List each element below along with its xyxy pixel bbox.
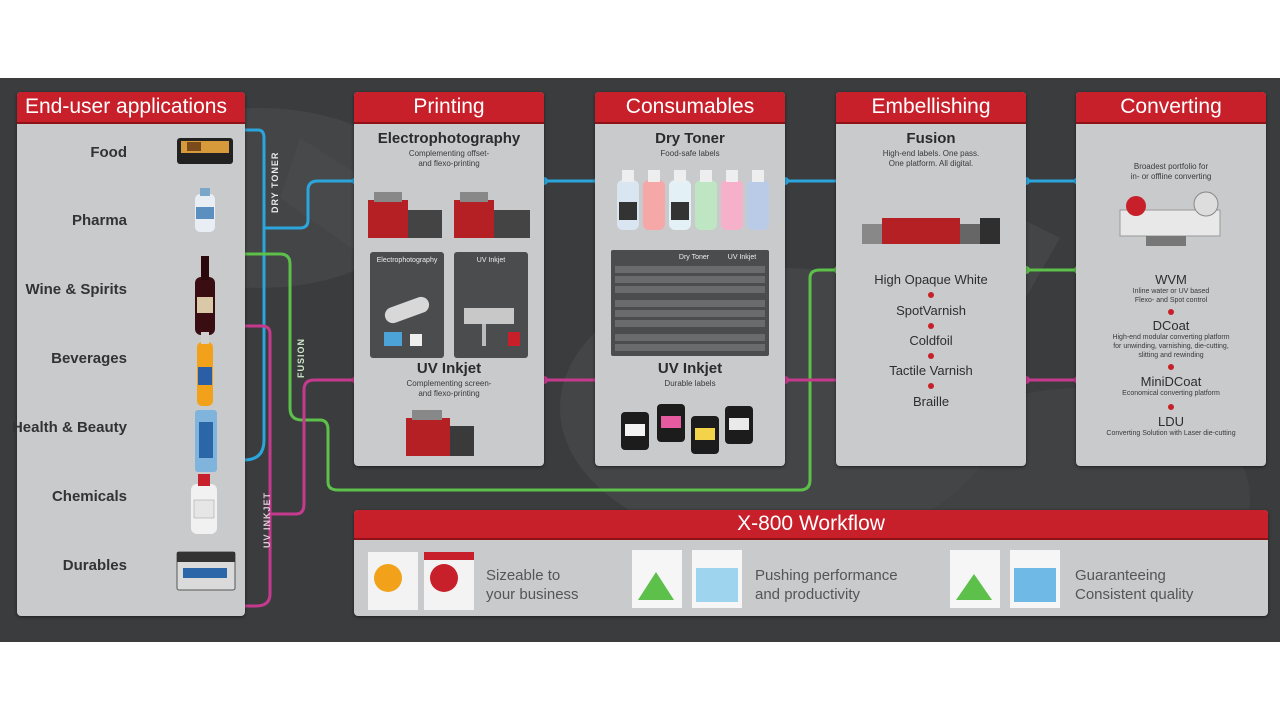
printing-uv-inkjet-sub: Complementing screen- and flexo-printing — [406, 379, 492, 398]
table-rows — [615, 266, 765, 351]
pharma-bottle-icon — [195, 188, 215, 232]
bullet-dot — [928, 383, 934, 389]
consumables-title: Consumables — [595, 92, 785, 124]
comparison-table: Dry Toner UV Inkjet — [611, 250, 769, 356]
inset-right-title: UV Inkjet — [476, 257, 506, 264]
beauty-bottle-icon — [195, 410, 217, 472]
workflow-panel: X-800 Workflow Sizeable to your business… — [354, 510, 1268, 616]
workflow-title: X-800 Workflow — [354, 510, 1268, 540]
app-health-beauty: Health & Beauty — [11, 419, 127, 436]
bullet-dot — [928, 292, 934, 298]
embellish-coldfoil: Coldfoil — [909, 333, 953, 348]
fusion-press-image — [862, 218, 1000, 244]
printhead-diagram — [464, 308, 520, 346]
chemical-bottle-icon — [191, 474, 217, 534]
diagram-stage: DRY TONER FUSION UV INKJET End-user appl… — [0, 78, 1280, 642]
app-pharma: Pharma — [71, 212, 127, 229]
box-quality-icon — [950, 550, 1060, 608]
converting-minidcoat: MiniDCoat — [1140, 374, 1202, 389]
fusion-label: FUSION — [296, 337, 306, 378]
workflow-item-2-line1: Pushing performance — [755, 567, 898, 584]
battery-icon — [176, 551, 236, 591]
inset-left-title: Electrophotography — [376, 257, 438, 264]
converting-intro: Broadest portfolio for in- or offline co… — [1130, 162, 1212, 181]
fusion-heading: Fusion — [906, 130, 956, 147]
printing-uv-inkjet-heading: UV Inkjet — [416, 360, 482, 377]
bullet-dot — [928, 323, 934, 329]
converting-machine-image — [1119, 191, 1221, 246]
converting-ldu-desc: Converting Solution with Laser die-cutti… — [1106, 430, 1236, 437]
consumables-uv-inkjet-sub: Durable labels — [664, 379, 716, 388]
dry-toner-heading: Dry Toner — [655, 130, 725, 147]
printing-title: Printing — [354, 92, 544, 124]
electrophotography-press-image — [368, 192, 530, 238]
embellish-high-opaque-white: High Opaque White — [874, 272, 988, 287]
toner-bottles-image — [617, 170, 769, 230]
app-durables: Durables — [62, 557, 127, 574]
dry-toner-line — [240, 128, 1080, 462]
table-header-dry-toner: Dry Toner — [678, 254, 710, 261]
consumables-uv-inkjet-heading: UV Inkjet — [657, 360, 723, 377]
uv-inkjet-inset: UV Inkjet — [454, 252, 528, 358]
bullet-dot — [1168, 364, 1174, 370]
uv-press-image — [406, 410, 474, 456]
converting-wvm-desc: Inline water or UV based Flexo- and Spot… — [1132, 288, 1210, 304]
embellish-braille: Braille — [912, 394, 950, 409]
electrophotography-heading: Electrophotography — [377, 130, 521, 147]
electrophotography-sub: Complementing offset- and flexo-printing — [408, 149, 490, 168]
food-tray-icon — [177, 138, 233, 164]
app-wine-spirits: Wine & Spirits — [25, 281, 127, 298]
workflow-item-1: Sizeable to your business — [486, 566, 579, 604]
embellishing-panel: Embellishing Fusion High-end labels. One… — [836, 92, 1026, 466]
converting-minidcoat-desc: Economical converting platform — [1122, 390, 1220, 397]
workflow-item-2-line2: and productivity — [755, 586, 861, 603]
converting-dcoat-desc: High-end modular converting platform for… — [1112, 334, 1230, 359]
app-beverages: Beverages — [51, 350, 127, 367]
beverage-bottle-icon — [197, 332, 213, 406]
end-user-panel: End-user applications Food Pharma Wine &… — [12, 92, 245, 616]
bullet-dot — [1168, 309, 1174, 315]
workflow-item-1-line1: Sizeable to — [486, 567, 561, 584]
wine-bottle-icon — [195, 256, 215, 335]
workflow-item-2: Pushing performance and productivity — [755, 566, 898, 604]
dry-toner-label: DRY TONER — [270, 151, 280, 213]
uv-inkjet-label: UV INKJET — [262, 491, 272, 548]
fusion-sub: High-end labels. One pass. One platform.… — [882, 149, 980, 168]
dry-toner-sub: Food-safe labels — [660, 149, 720, 158]
workflow-item-3-line2: Consistent quality — [1075, 586, 1194, 603]
uv-inkjet-line — [240, 324, 1080, 608]
workflow-item-1-line2: your business — [486, 586, 579, 603]
end-user-title: End-user applications — [17, 92, 245, 124]
converting-dcoat: DCoat — [1152, 318, 1190, 333]
app-chemicals: Chemicals — [51, 488, 127, 505]
embellishing-title: Embellishing — [836, 92, 1026, 124]
ink-cans-image — [621, 404, 753, 454]
electrophotography-inset: Electrophotography — [370, 252, 444, 358]
flow-lines — [240, 128, 1082, 608]
product-images — [176, 138, 236, 591]
embellish-tactile-varnish: Tactile Varnish — [889, 363, 973, 378]
workflow-item-3: Guaranteeing Consistent quality — [1075, 566, 1193, 604]
drum-diagram — [384, 296, 430, 346]
box-sizeable-icon — [368, 552, 474, 610]
fusion-line — [240, 252, 1080, 492]
printing-panel: Printing Electrophotography Complementin… — [354, 92, 544, 466]
app-food: Food — [90, 144, 127, 161]
embellish-spot-varnish: SpotVarnish — [896, 303, 966, 318]
software-boxes-image — [368, 550, 1060, 610]
box-performance-icon — [632, 550, 742, 608]
converting-title: Converting — [1076, 92, 1266, 124]
bullet-dot — [928, 353, 934, 359]
table-header-uv-inkjet: UV Inkjet — [727, 254, 757, 261]
converting-wvm: WVM — [1155, 272, 1187, 287]
bullet-dot — [1168, 404, 1174, 410]
consumables-panel: Consumables Dry Toner Food-safe labels D… — [595, 92, 785, 466]
converting-panel: Converting Broadest portfolio for in- or… — [1076, 92, 1266, 466]
converting-ldu: LDU — [1157, 414, 1184, 429]
workflow-item-3-line1: Guaranteeing — [1075, 567, 1166, 584]
